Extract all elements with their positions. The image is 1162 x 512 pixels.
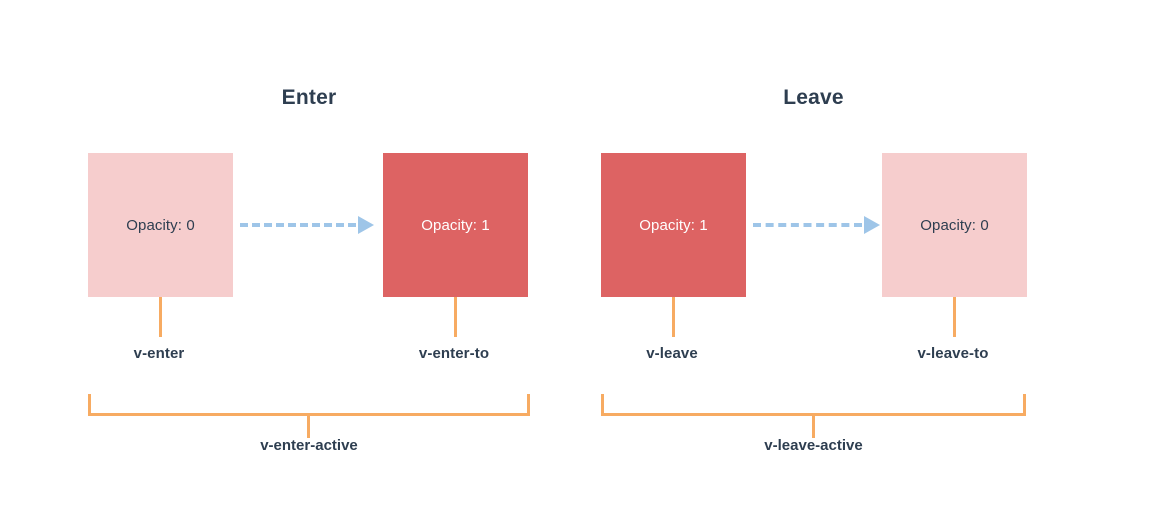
- state-box-v-leave-to: Opacity: 0: [882, 153, 1027, 297]
- bracket-stem-enter: [307, 416, 310, 438]
- class-label-v-enter: v-enter: [133, 345, 185, 362]
- state-box-label: Opacity: 0: [126, 216, 195, 234]
- state-box-v-enter: Opacity: 0: [88, 153, 233, 297]
- connector-stem-v-leave: [672, 297, 675, 337]
- arrow-line: [753, 223, 862, 227]
- class-label-v-leave-active: v-leave-active: [764, 437, 863, 454]
- state-box-label: Opacity: 1: [639, 216, 708, 234]
- class-label-v-leave: v-leave: [646, 345, 698, 362]
- arrow-head: [864, 216, 880, 234]
- state-box-v-enter-to: Opacity: 1: [383, 153, 528, 297]
- arrow-line: [240, 223, 356, 227]
- connector-stem-v-leave-to: [953, 297, 956, 337]
- state-box-v-leave: Opacity: 1: [601, 153, 746, 297]
- class-label-v-enter-active: v-enter-active: [260, 437, 358, 454]
- class-label-v-leave-to: v-leave-to: [917, 345, 989, 362]
- arrow-head: [358, 216, 374, 234]
- group-title-leave: Leave: [783, 86, 844, 109]
- connector-stem-v-enter: [159, 297, 162, 337]
- state-box-label: Opacity: 0: [920, 216, 989, 234]
- dashed-arrow-right-icon: [240, 215, 374, 235]
- span-bracket-icon-enter: [88, 394, 530, 416]
- dashed-arrow-right-icon: [753, 215, 880, 235]
- bracket-stem-leave: [812, 416, 815, 438]
- state-box-label: Opacity: 1: [421, 216, 490, 234]
- connector-stem-v-enter-to: [454, 297, 457, 337]
- span-bracket-icon-leave: [601, 394, 1026, 416]
- class-label-v-enter-to: v-enter-to: [418, 345, 490, 362]
- group-title-enter: Enter: [281, 86, 337, 109]
